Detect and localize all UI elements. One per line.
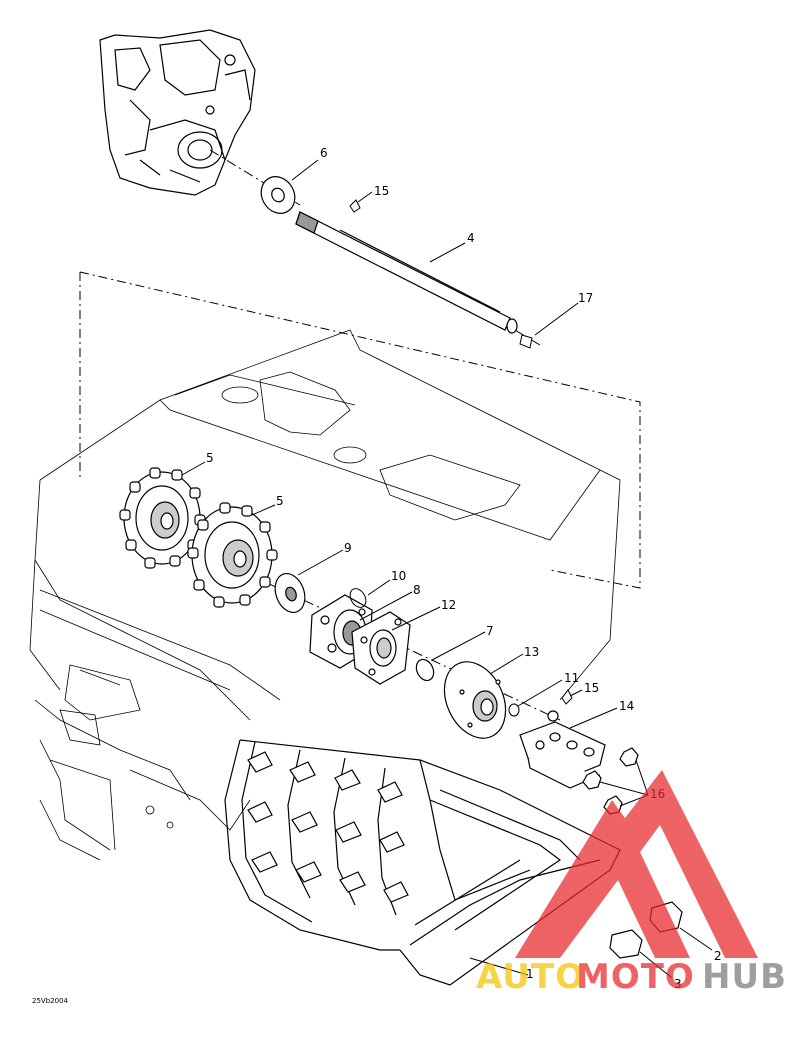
track-part-1 bbox=[224, 739, 621, 986]
frame-reference-outline bbox=[79, 271, 641, 589]
drawing-reference-code: 25Vb2004 bbox=[32, 997, 69, 1005]
sprocket-part-5-right bbox=[187, 502, 278, 608]
callout-9: 9 bbox=[344, 541, 352, 555]
callout-17: 17 bbox=[578, 291, 593, 305]
watermark-word-moto: MOTO bbox=[576, 957, 695, 997]
callout-labels: 6 15 4 17 5 5 9 10 8 12 7 13 11 15 14 16… bbox=[206, 146, 722, 991]
watermark-triangle-mark bbox=[515, 770, 758, 958]
callout-leaders bbox=[181, 159, 713, 979]
watermark-word-auto: AUTO bbox=[476, 957, 585, 997]
watermark-word-hub: HUB bbox=[702, 957, 787, 997]
screw-part-15-lower bbox=[561, 689, 573, 705]
watermark-logo: AUTO MOTO HUB bbox=[476, 770, 787, 997]
callout-15-lower: 15 bbox=[584, 681, 599, 695]
callout-2: 2 bbox=[714, 949, 722, 963]
callout-5-right: 5 bbox=[276, 494, 284, 508]
clip-part-17 bbox=[519, 334, 533, 349]
callout-14: 14 bbox=[619, 699, 634, 713]
oring-part-7 bbox=[415, 658, 435, 682]
screw-part-15-upper bbox=[349, 199, 361, 213]
chaincase-housing bbox=[99, 29, 256, 196]
end-plate-part-13 bbox=[443, 661, 507, 739]
callout-4: 4 bbox=[467, 231, 475, 245]
callout-1: 1 bbox=[526, 967, 534, 981]
washer-part-9 bbox=[274, 573, 306, 613]
slider-part-3 bbox=[609, 929, 643, 959]
callout-15-upper: 15 bbox=[374, 184, 389, 198]
washer-part-6 bbox=[260, 176, 296, 214]
callout-10: 10 bbox=[391, 569, 406, 583]
nut-part-11 bbox=[508, 703, 520, 717]
sprocket-part-5-left bbox=[119, 467, 206, 569]
callout-11: 11 bbox=[564, 671, 579, 685]
drive-shaft-part-4 bbox=[295, 211, 518, 334]
callout-12: 12 bbox=[441, 598, 456, 612]
callout-5-left: 5 bbox=[206, 451, 214, 465]
callout-8: 8 bbox=[413, 583, 421, 597]
callout-13: 13 bbox=[524, 645, 539, 659]
callout-7: 7 bbox=[486, 624, 494, 638]
flange-part-12 bbox=[351, 611, 411, 685]
callout-6: 6 bbox=[320, 146, 328, 160]
callout-3: 3 bbox=[674, 977, 682, 991]
chassis-tunnel bbox=[29, 329, 621, 861]
ring-part-10 bbox=[349, 588, 367, 608]
